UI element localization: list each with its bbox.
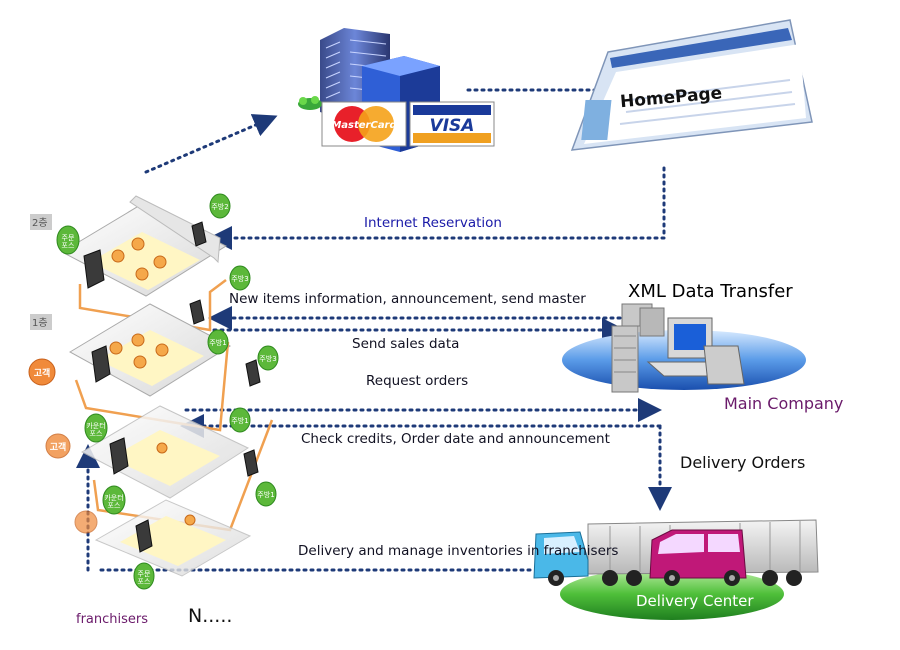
svg-text:2층: 2층	[32, 217, 48, 229]
label-delivery-center: Delivery Center	[636, 592, 754, 610]
label-delivery-manage: Delivery and manage inventories in franc…	[298, 543, 619, 559]
mastercard-logo: MasterCard	[321, 101, 407, 147]
svg-text:주방1: 주방1	[257, 490, 274, 499]
label-franchisers: franchisers	[76, 612, 149, 627]
svg-text:주방2: 주방2	[211, 202, 228, 211]
connector-store-to-server	[144, 114, 278, 174]
visa-logo: VISA	[409, 101, 495, 147]
label-xml-transfer: XML Data Transfer	[628, 281, 793, 302]
svg-text:MasterCard: MasterCard	[331, 120, 397, 131]
svg-text:주방1: 주방1	[209, 338, 226, 347]
delivery-center-icon	[533, 519, 819, 620]
svg-text:고객: 고객	[50, 442, 67, 453]
label-send-sales: Send sales data	[352, 336, 460, 352]
payment-server-icon: MasterCard VISA	[298, 28, 495, 152]
svg-text:VISA: VISA	[430, 116, 475, 136]
connector-lines	[76, 88, 672, 572]
label-delivery-orders: Delivery Orders	[680, 453, 806, 472]
label-main-company: Main Company	[724, 394, 844, 413]
label-check-credits: Check credits, Order date and announceme…	[301, 431, 610, 447]
franchise-store-illustration: 2층 1층	[28, 193, 279, 590]
svg-text:고객: 고객	[34, 368, 51, 379]
main-company-icon	[562, 303, 806, 393]
label-request-orders: Request orders	[366, 373, 469, 389]
svg-text:주방3: 주방3	[259, 354, 276, 363]
label-n-more: N.....	[188, 605, 233, 627]
svg-text:1층: 1층	[32, 317, 48, 329]
label-internet-reservation: Internet Reservation	[364, 215, 502, 231]
homepage-browser-icon: HomePage	[570, 19, 813, 151]
svg-text:주방3: 주방3	[231, 274, 248, 283]
svg-text:주방1: 주방1	[231, 416, 248, 425]
label-new-items: New items information, announcement, sen…	[229, 291, 586, 307]
